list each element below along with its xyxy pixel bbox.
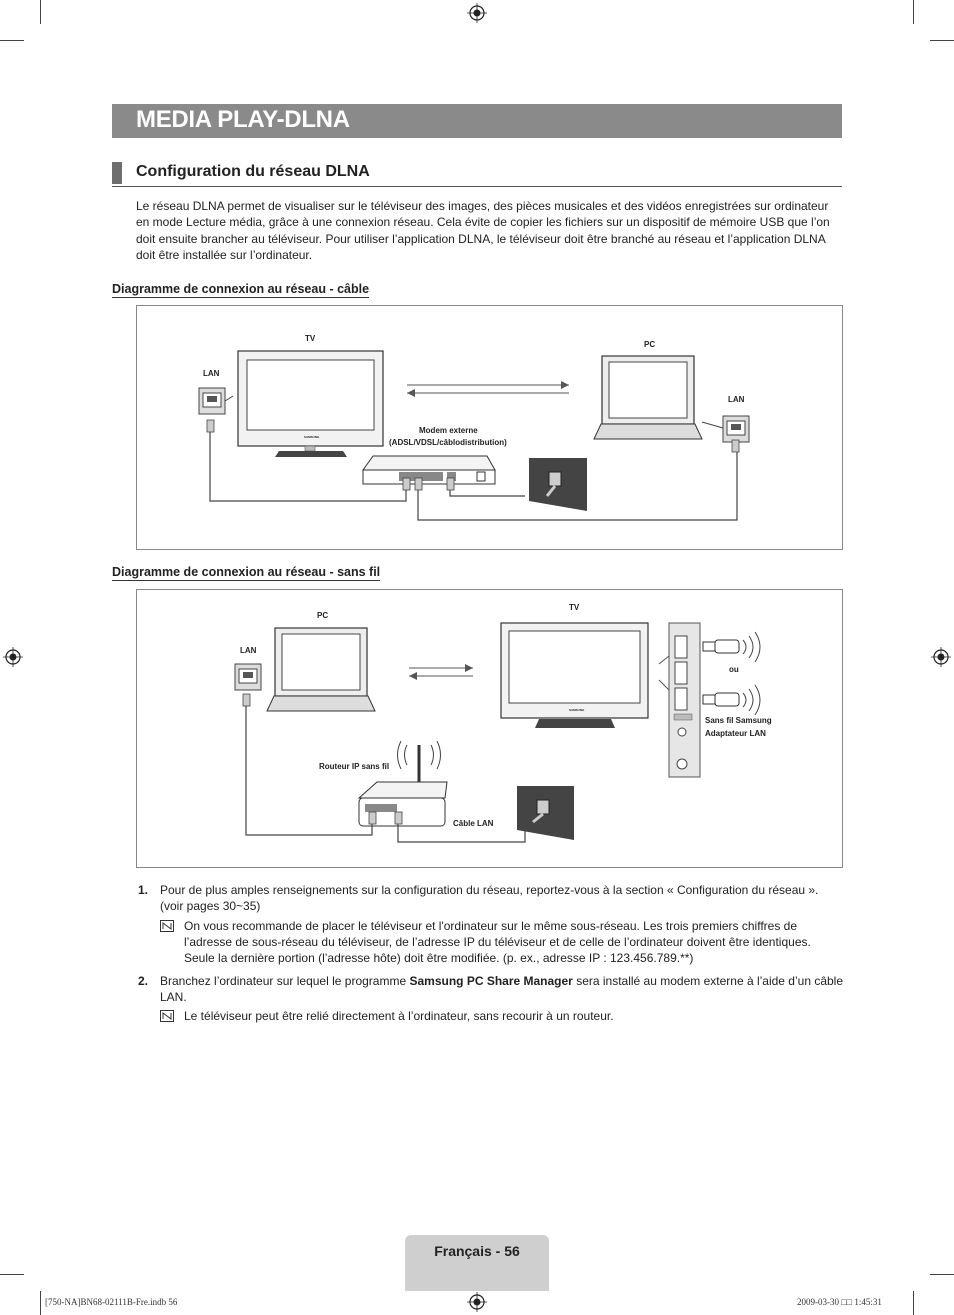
crop-mark xyxy=(0,1274,24,1275)
intro-paragraph: Le réseau DLNA permet de visualiser sur … xyxy=(136,199,830,263)
pc-lan-label: LAN xyxy=(728,395,745,404)
print-slug-right: 2009-03-30 □□ 1:45:31 xyxy=(797,1297,882,1307)
crop-mark xyxy=(913,1291,914,1315)
tv-label: TV xyxy=(305,334,316,343)
lan-cables xyxy=(209,432,738,521)
lan-cable-label: Câble LAN xyxy=(453,819,494,828)
wired-diagram-heading: Diagramme de connexion au réseau - câble xyxy=(112,282,370,298)
registration-mark-icon xyxy=(3,647,23,667)
print-slug-left: [750-NA]BN68-02111B-Fre.indb 56 xyxy=(45,1297,178,1307)
data-arrows xyxy=(407,381,569,397)
router-label: Routeur IP sans fil xyxy=(319,762,389,771)
page-title: MEDIA PLAY-DLNA xyxy=(136,106,350,133)
wireless-adapter-icon xyxy=(702,631,761,663)
page-title-bar: MEDIA PLAY-DLNA xyxy=(112,104,842,138)
crop-mark xyxy=(913,0,914,24)
registration-mark-icon xyxy=(467,3,487,23)
tv-brand: SAMSUNG xyxy=(304,435,320,439)
adapter-label-line1: Sans fil Samsung xyxy=(705,716,772,725)
crop-mark xyxy=(40,1291,41,1315)
wall-outlet-icon xyxy=(529,458,587,511)
modem-label-line2: (ADSL/VDSL/câblodistribution) xyxy=(389,438,507,447)
note-icon xyxy=(160,1010,174,1022)
section-heading: Configuration du réseau DLNA xyxy=(112,160,842,187)
pc-label: PC xyxy=(317,611,328,620)
lan-cables xyxy=(245,706,526,843)
modem-label-line1: Modem externe xyxy=(419,426,478,435)
adapter-label-line2: Adaptateur LAN xyxy=(705,729,766,738)
step-note: Le téléviseur peut être relié directemen… xyxy=(184,1009,614,1023)
tv-lan-label: LAN xyxy=(203,369,220,378)
lan-port-icon xyxy=(701,415,750,453)
crop-mark xyxy=(40,0,41,24)
step-text-part: Branchez l’ordinateur sur lequel le prog… xyxy=(160,974,410,988)
program-name: Samsung PC Share Manager xyxy=(409,974,573,988)
wireless-diagram-heading: Diagramme de connexion au réseau - sans … xyxy=(112,565,381,581)
lan-port-icon xyxy=(234,663,262,707)
step-text: Branchez l’ordinateur sur lequel le prog… xyxy=(160,973,844,1005)
laptop-icon xyxy=(593,355,703,440)
pc-lan-label: LAN xyxy=(240,646,257,655)
wireless-diagram: PC LAN TV SAMSUNG xyxy=(136,589,843,868)
step-note: On vous recommande de placer le télévise… xyxy=(184,919,811,966)
step-text-part: sera installé au modem externe à l’aide … xyxy=(160,974,844,1005)
tv-icon xyxy=(500,622,649,728)
tv-brand: SAMSUNG xyxy=(569,708,585,712)
registration-mark-icon xyxy=(931,647,951,667)
wireless-adapter-icon xyxy=(702,684,761,716)
data-arrows xyxy=(409,664,473,680)
or-label: ou xyxy=(729,665,739,674)
laptop-icon xyxy=(266,627,376,712)
step-text: Pour de plus amples renseignements sur l… xyxy=(160,883,819,914)
crop-mark xyxy=(930,40,954,41)
section-title: Configuration du réseau DLNA xyxy=(136,163,370,180)
tv-label: TV xyxy=(569,603,580,612)
section-marker xyxy=(112,162,122,184)
registration-mark-icon xyxy=(467,1292,487,1312)
step-number: 1. xyxy=(138,883,149,897)
tv-side-panel-icon xyxy=(658,622,701,778)
step-number: 2. xyxy=(138,974,149,988)
note-icon xyxy=(160,920,174,932)
wired-diagram: TV SAMSUNG LAN PC LAN xyxy=(136,305,843,550)
crop-mark xyxy=(0,40,24,41)
lan-port-icon xyxy=(198,387,234,433)
page-number: Français - 56 xyxy=(434,1243,520,1259)
crop-mark xyxy=(930,1274,954,1275)
wall-outlet-icon xyxy=(517,786,574,840)
page-footer-tab: Français - 56 xyxy=(405,1235,549,1291)
pc-label: PC xyxy=(644,340,655,349)
modem-icon xyxy=(362,455,496,491)
tv-icon xyxy=(237,350,384,457)
router-icon xyxy=(357,740,448,827)
